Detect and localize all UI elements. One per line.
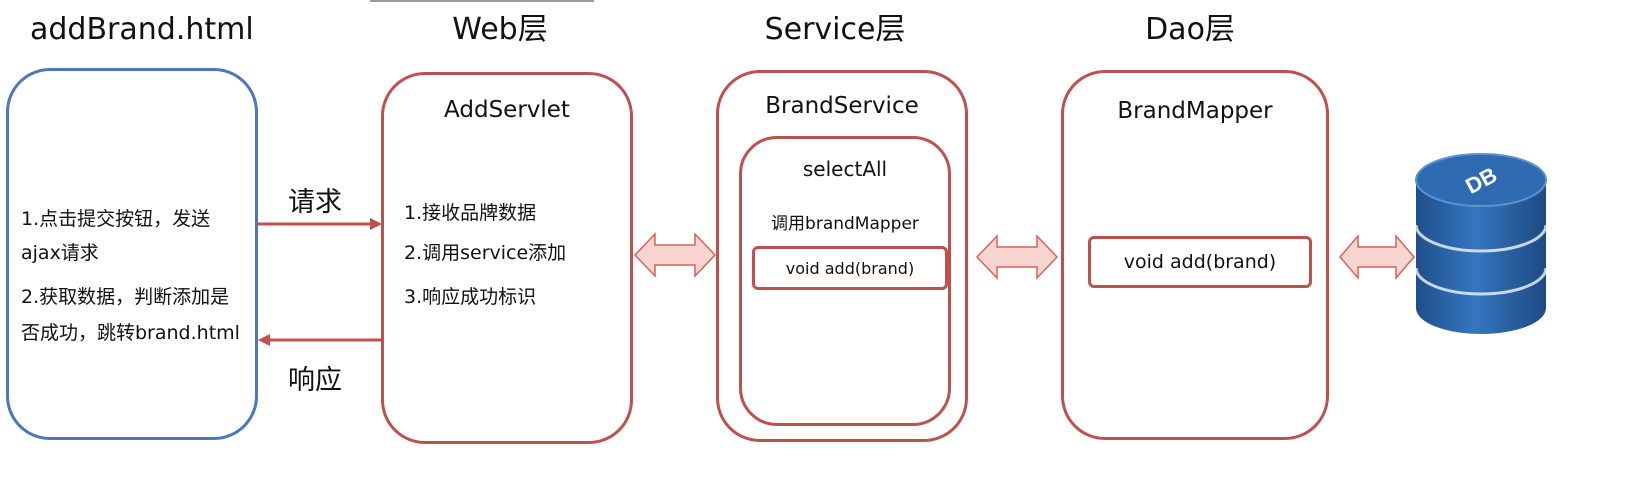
dao-layer-title: Dao层	[1145, 12, 1235, 47]
select-all-title: selectAll	[802, 157, 888, 181]
servlet-step-line: 2.调用service添加	[404, 242, 567, 264]
dao-add-method: void add(brand)	[1088, 236, 1312, 288]
brand-mapper-title: BrandMapper	[1117, 98, 1273, 124]
add-servlet-title: AddServlet	[444, 97, 570, 123]
brand-service-title: BrandService	[765, 93, 919, 119]
service-dao-double-arrow	[975, 234, 1059, 280]
web-service-double-arrow	[633, 232, 717, 278]
request-label: 请求	[288, 187, 342, 218]
database-icon: DB	[1414, 153, 1548, 334]
frontend-column-title: addBrand.html	[30, 12, 254, 47]
frontend-step-line: 2.获取数据，判断添加是	[21, 286, 230, 308]
servlet-step-line: 1.接收品牌数据	[404, 202, 537, 224]
call-brand-mapper-label: 调用brandMapper	[771, 214, 919, 234]
brand-mapper-box: BrandMapper void add(brand)	[1061, 70, 1329, 440]
frontend-step-line: 否成功，跳转brand.html	[21, 322, 240, 344]
servlet-step-line: 3.响应成功标识	[404, 286, 537, 308]
response-label: 响应	[288, 365, 342, 396]
response-arrow	[258, 334, 382, 346]
add-servlet-box: AddServlet 1.接收品牌数据 2.调用service添加 3.响应成功…	[381, 72, 633, 444]
top-divider-line	[370, 0, 594, 2]
frontend-step-line: 1.点击提交按钮，发送	[21, 208, 211, 230]
frontend-page-box: 1.点击提交按钮，发送 ajax请求 2.获取数据，判断添加是 否成功，跳转br…	[6, 68, 258, 440]
brand-service-box: BrandService selectAll 调用brandMapper voi…	[716, 70, 968, 442]
web-layer-title: Web层	[452, 12, 548, 47]
frontend-step-line: ajax请求	[21, 242, 99, 264]
request-arrow	[258, 218, 382, 230]
service-layer-title: Service层	[764, 12, 906, 47]
service-add-method: void add(brand)	[752, 246, 948, 290]
select-all-box: selectAll 调用brandMapper void add(brand)	[739, 136, 951, 426]
dao-db-double-arrow	[1339, 233, 1415, 281]
